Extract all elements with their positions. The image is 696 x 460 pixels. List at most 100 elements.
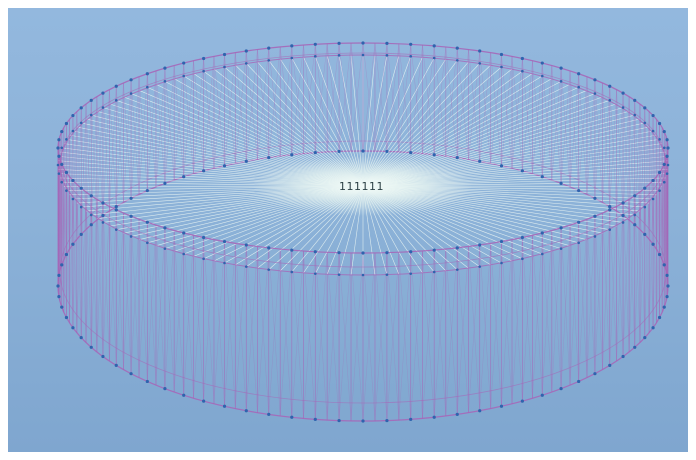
bottom-node [665,294,669,299]
wall-brace [656,119,660,255]
wall-brace [362,42,376,152]
top-node [57,138,61,142]
wall-brace [123,82,132,199]
bottom-node [577,379,581,384]
wall-brace [586,216,596,378]
wall-brace [445,247,458,416]
wall-brace [634,100,641,230]
bottom-node [129,196,133,200]
hub-glow [253,156,473,216]
wall-brace [410,44,423,153]
wall-brace [532,63,543,174]
top-node [244,49,248,53]
bottom-node [337,149,341,154]
top-node [114,208,118,212]
top-node [114,84,118,88]
wall-brace [652,115,657,250]
wall-brace [468,49,480,162]
middle-node [56,163,60,167]
top-node [621,201,625,205]
middle-node [202,69,205,73]
wall-brace [648,180,654,333]
wall-brace [213,56,225,166]
top-node [145,220,149,224]
wall-brace [338,252,352,421]
3d-viewport[interactable]: 111111 [8,8,688,452]
cable-dome-model[interactable] [8,8,688,452]
bottom-node [499,164,504,168]
wall-brace [652,180,657,323]
wall-brace [362,252,376,421]
wall-brace [102,89,110,216]
wall-brace [578,76,588,191]
wall-brace [661,168,665,308]
wall-brace [61,131,65,260]
wall-brace [609,206,617,366]
middle-node [223,261,226,265]
wall-brace [235,244,247,409]
bottom-node [163,181,167,185]
wall-brace [303,44,316,154]
wall-brace [69,180,74,323]
wall-brace [80,104,87,235]
top-node [540,231,544,235]
wall-brace [634,191,641,348]
wall-brace [291,250,304,419]
wall-brace [609,86,617,212]
wall-brace [291,45,304,154]
top-node [643,106,647,110]
middle-node [57,172,61,175]
wall-brace [560,70,571,184]
wall-brace [386,43,400,152]
top-node [455,46,459,50]
wall-brace [532,235,543,396]
wall-brace [116,86,124,203]
middle-node [89,213,93,217]
top-node [222,239,227,244]
middle-node [521,69,524,73]
wall-brace [501,239,513,407]
wall-brace [586,219,596,374]
wall-brace [203,58,215,169]
wall-brace [338,252,352,421]
wall-brace [109,86,117,212]
bottom-node [114,363,118,367]
bottom-node [361,419,365,423]
wall-brace [578,222,588,378]
wall-brace [661,131,665,260]
wall-brace [147,73,157,187]
middle-node [643,121,647,125]
middle-node [559,80,563,83]
wall-brace [69,119,74,245]
wall-brace [76,111,82,235]
wall-brace [138,219,148,382]
wall-brace [326,252,340,421]
bottom-node [79,232,83,236]
top-node [56,146,60,150]
middle-node [101,221,105,224]
middle-node [223,65,226,69]
wall-brace [303,44,316,153]
bottom-node [559,181,563,185]
wall-brace [155,227,166,386]
wall-brace [398,43,411,153]
wall-brace [72,184,78,328]
wall-brace [398,44,411,152]
bottom-node [432,153,436,157]
wall-brace [551,227,562,393]
wall-brace [90,100,98,221]
wall-brace [102,93,110,212]
top-node [129,214,133,218]
wall-brace [76,107,82,240]
middle-node [478,62,482,65]
wall-brace [374,252,388,421]
top-node [577,220,581,224]
middle-node [79,121,83,125]
wall-brace [648,111,654,245]
node-points [56,41,670,423]
middle-node [267,268,271,271]
middle-node [478,265,482,268]
wall-brace [246,49,258,162]
middle-node [432,56,436,60]
wall-brace [85,100,92,230]
